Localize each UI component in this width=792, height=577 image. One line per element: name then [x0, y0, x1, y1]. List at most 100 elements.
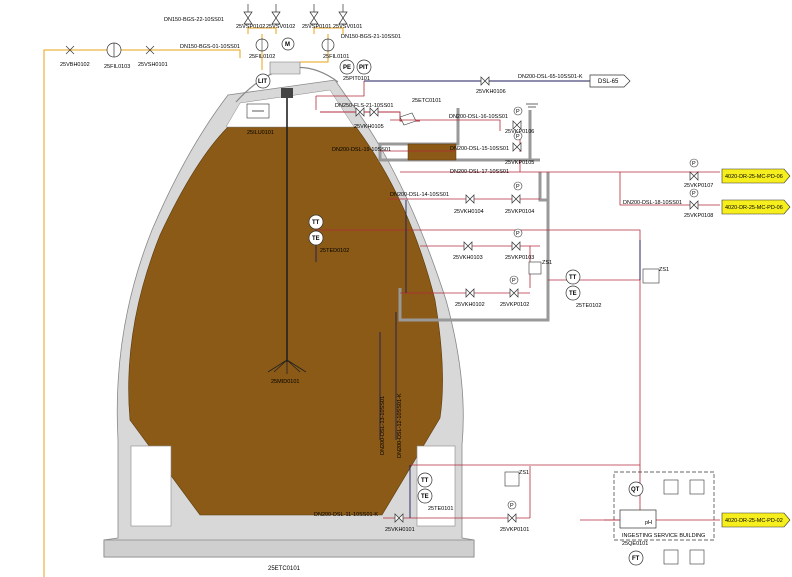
- svg-text:25VBH0102: 25VBH0102: [60, 62, 90, 68]
- svg-text:25VKH0106: 25VKH0106: [476, 89, 506, 95]
- top-instruments: M LIT PE PIT 25PIT0101 25VSP0102 25VSV01…: [43, 4, 401, 577]
- vsp-valve-icons: [243, 4, 348, 25]
- svg-text:25VKP0103: 25VKP0103: [505, 255, 534, 261]
- svg-text:25VSP0102: 25VSP0102: [236, 24, 265, 30]
- mixer-drive: [281, 88, 293, 98]
- svg-text:TT: TT: [421, 478, 429, 484]
- svg-text:4020-DR-25-MC-PD-02: 4020-DR-25-MC-PD-02: [725, 518, 783, 524]
- dsl65-target[interactable]: [589, 74, 631, 88]
- svg-text:25VKH0101: 25VKH0101: [385, 527, 415, 533]
- svg-text:TE: TE: [421, 494, 429, 500]
- level-transmitter-icon: [255, 73, 271, 89]
- svg-text:PE: PE: [343, 65, 351, 71]
- svg-text:DN200-DSL-13-10SS01: DN200-DSL-13-10SS01: [380, 396, 386, 455]
- valve-p-letters: P P P P P P P P: [510, 109, 696, 509]
- svg-text:DN150-BGS-01-10SS01: DN150-BGS-01-10SS01: [180, 44, 240, 50]
- svg-text:DSL-65: DSL-65: [598, 79, 619, 85]
- svg-text:25VSV0102: 25VSV0102: [266, 24, 295, 30]
- side-channel: [378, 103, 550, 322]
- svg-text:FT: FT: [632, 556, 640, 562]
- mixer-tag: 25MID0101: [271, 379, 299, 385]
- svg-text:25FIL0101: 25FIL0101: [323, 54, 349, 60]
- svg-text:DN200-DSL-16-10SS01: DN200-DSL-16-10SS01: [449, 114, 508, 120]
- svg-text:P: P: [510, 503, 514, 509]
- vessel-base: [103, 539, 475, 558]
- svg-text:DN200-DSL-18-10SS01: DN200-DSL-18-10SS01: [623, 200, 682, 206]
- svg-text:25VSV0101: 25VSV0101: [333, 24, 362, 30]
- valve-icons: [394, 120, 699, 523]
- zs-boxes: [504, 261, 660, 487]
- valve-vkh106-icon: [480, 76, 490, 86]
- roof-nozzle: [269, 61, 301, 75]
- temperature-instruments: [308, 214, 644, 566]
- svg-text:QT: QT: [631, 487, 640, 493]
- left-feed-devices: [65, 42, 155, 58]
- svg-text:TT: TT: [312, 220, 320, 226]
- svg-text:INGESTING SERVICE BUILDING: INGESTING SERVICE BUILDING: [622, 533, 705, 539]
- svg-text:P: P: [516, 134, 520, 140]
- valve-p-bubbles: [507, 106, 699, 510]
- svg-text:25VKP0108: 25VKP0108: [684, 213, 713, 219]
- svg-text:25TE0102: 25TE0102: [576, 303, 601, 309]
- svg-text:P: P: [516, 231, 520, 237]
- level-tag: 25ILU0101: [247, 130, 274, 136]
- svg-text:25VKP0107: 25VKP0107: [684, 183, 713, 189]
- svg-text:25VKP0104: 25VKP0104: [505, 209, 534, 215]
- svg-text:P: P: [512, 278, 516, 284]
- svg-text:25FIL0102: 25FIL0102: [249, 54, 275, 60]
- svg-text:ZS1: ZS1: [542, 260, 552, 266]
- svg-text:25VSH0101: 25VSH0101: [138, 62, 168, 68]
- vessel: 25ILU0101 25MID0101 25ETC0101: [103, 61, 475, 572]
- leg-opening-left: [130, 445, 172, 527]
- vessel-liquid: [128, 126, 443, 516]
- vessel-tag: 25ETC0101: [268, 566, 301, 572]
- svg-text:25VKP0106: 25VKP0106: [505, 129, 534, 135]
- outlet-1[interactable]: [721, 168, 791, 184]
- svg-text:pH: pH: [645, 520, 652, 526]
- svg-text:25VKH0102: 25VKH0102: [455, 302, 485, 308]
- svg-text:DN200-DSL-12-10SS01-K: DN200-DSL-12-10SS01-K: [397, 393, 403, 458]
- svg-text:TT: TT: [569, 275, 577, 281]
- svg-text:TE: TE: [569, 291, 577, 297]
- svg-text:25VKP0102: 25VKP0102: [500, 302, 529, 308]
- svg-text:25VKH0105: 25VKH0105: [354, 124, 384, 130]
- outlet-2[interactable]: [721, 199, 791, 215]
- pit-icon: [356, 59, 372, 75]
- svg-text:25VKP0105: 25VKP0105: [505, 160, 534, 166]
- svg-text:25PIT0101: 25PIT0101: [343, 76, 370, 82]
- svg-text:ZS1: ZS1: [659, 267, 669, 273]
- svg-text:25VSP0101: 25VSP0101: [302, 24, 331, 30]
- svg-text:25QE0101: 25QE0101: [622, 541, 648, 547]
- side-liquid: [407, 143, 457, 161]
- svg-text:M: M: [285, 42, 290, 48]
- pe-icon: [339, 59, 355, 75]
- svg-text:DN200-DSL-15-10SS01: DN200-DSL-15-10SS01: [450, 146, 509, 152]
- left-feed-orange: [43, 49, 241, 577]
- svg-text:DN200-DSL-17-10SS01: DN200-DSL-17-10SS01: [450, 169, 509, 175]
- outlet-3[interactable]: [721, 512, 791, 528]
- svg-text:4020-DR-25-MC-PD-06: 4020-DR-25-MC-PD-06: [725, 205, 783, 211]
- svg-text:P: P: [516, 184, 520, 190]
- svg-text:DN200-DSL-19-10SS01: DN200-DSL-19-10SS01: [332, 147, 391, 153]
- svg-text:25VKH0104: 25VKH0104: [454, 209, 484, 215]
- svg-text:DN200-DSL-65-10SS01-K: DN200-DSL-65-10SS01-K: [518, 74, 583, 80]
- motor-icon: [281, 37, 295, 51]
- service-building: pH INGESTING SERVICE BUILDING 25QE0101: [604, 471, 720, 565]
- svg-text:PIT: PIT: [359, 65, 369, 71]
- svg-text:25TED0102: 25TED0102: [320, 248, 349, 254]
- svg-text:P: P: [516, 109, 520, 115]
- svg-text:DN200-DSL-14-10SS01: DN200-DSL-14-10SS01: [390, 192, 449, 198]
- mixer-impeller: [267, 359, 307, 374]
- inlet-line: DN250-FLS-21-10SS01 25VKH0105 25ETC0101: [320, 98, 441, 130]
- svg-text:DN150-BGS-21-10SS01: DN150-BGS-21-10SS01: [341, 34, 401, 40]
- svg-text:DN200-DSL-11-10SS01-K: DN200-DSL-11-10SS01-K: [314, 512, 378, 518]
- svg-text:25VKH0103: 25VKH0103: [453, 255, 483, 261]
- svg-text:ZS1: ZS1: [519, 470, 529, 476]
- svg-text:P: P: [692, 191, 696, 197]
- svg-text:25VKP0101: 25VKP0101: [500, 527, 529, 533]
- svg-text:DN150-BGS-22-10SS01: DN150-BGS-22-10SS01: [164, 17, 224, 23]
- svg-text:25ETC0101: 25ETC0101: [412, 98, 441, 104]
- svg-text:25TE0101: 25TE0101: [428, 506, 453, 512]
- svg-text:DN250-FLS-21-10SS01: DN250-FLS-21-10SS01: [335, 103, 393, 109]
